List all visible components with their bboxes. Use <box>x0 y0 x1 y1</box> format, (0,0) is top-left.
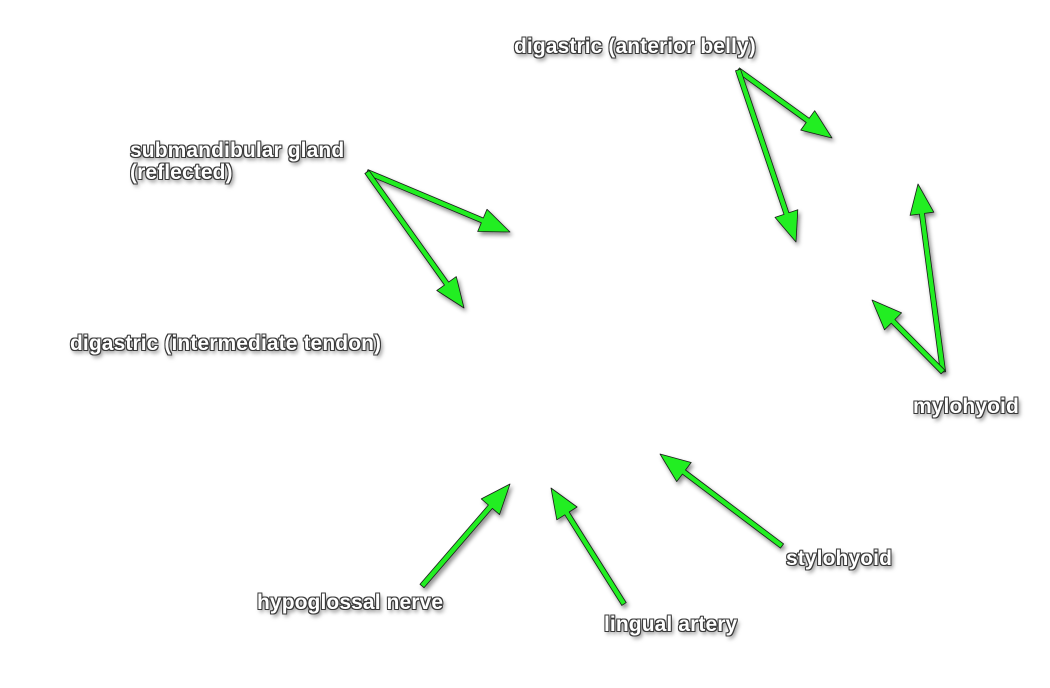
arrow-stylohyoid <box>659 453 784 549</box>
arrow-submandibular-upper <box>365 169 511 233</box>
label-submandibular-gland: submandibular gland (reflected) <box>130 140 344 184</box>
label-submandibular-line2: (reflected) <box>130 161 233 184</box>
label-digastric-anterior-belly: digastric (anterior belly) <box>514 35 756 58</box>
label-lingual-artery: lingual artery <box>604 613 738 636</box>
arrow-mylohyoid-lower <box>871 299 946 375</box>
label-digastric-intermediate-tendon: digastric (intermediate tendon) <box>70 332 382 355</box>
label-submandibular-line1: submandibular gland <box>130 139 345 162</box>
arrow-digastric-anterior-upper <box>736 67 833 139</box>
arrow-submandibular-lower <box>364 170 465 309</box>
arrow-digastric-anterior-lower <box>735 68 799 243</box>
label-stylohyoid: stylohyoid <box>786 547 893 570</box>
arrow-hypoglossal <box>419 483 511 589</box>
arrow-lingual <box>550 487 627 606</box>
arrow-mylohyoid-upper <box>909 183 946 373</box>
label-hypoglossal-nerve: hypoglossal nerve <box>257 591 444 614</box>
label-mylohyoid: mylohyoid <box>913 395 1019 418</box>
